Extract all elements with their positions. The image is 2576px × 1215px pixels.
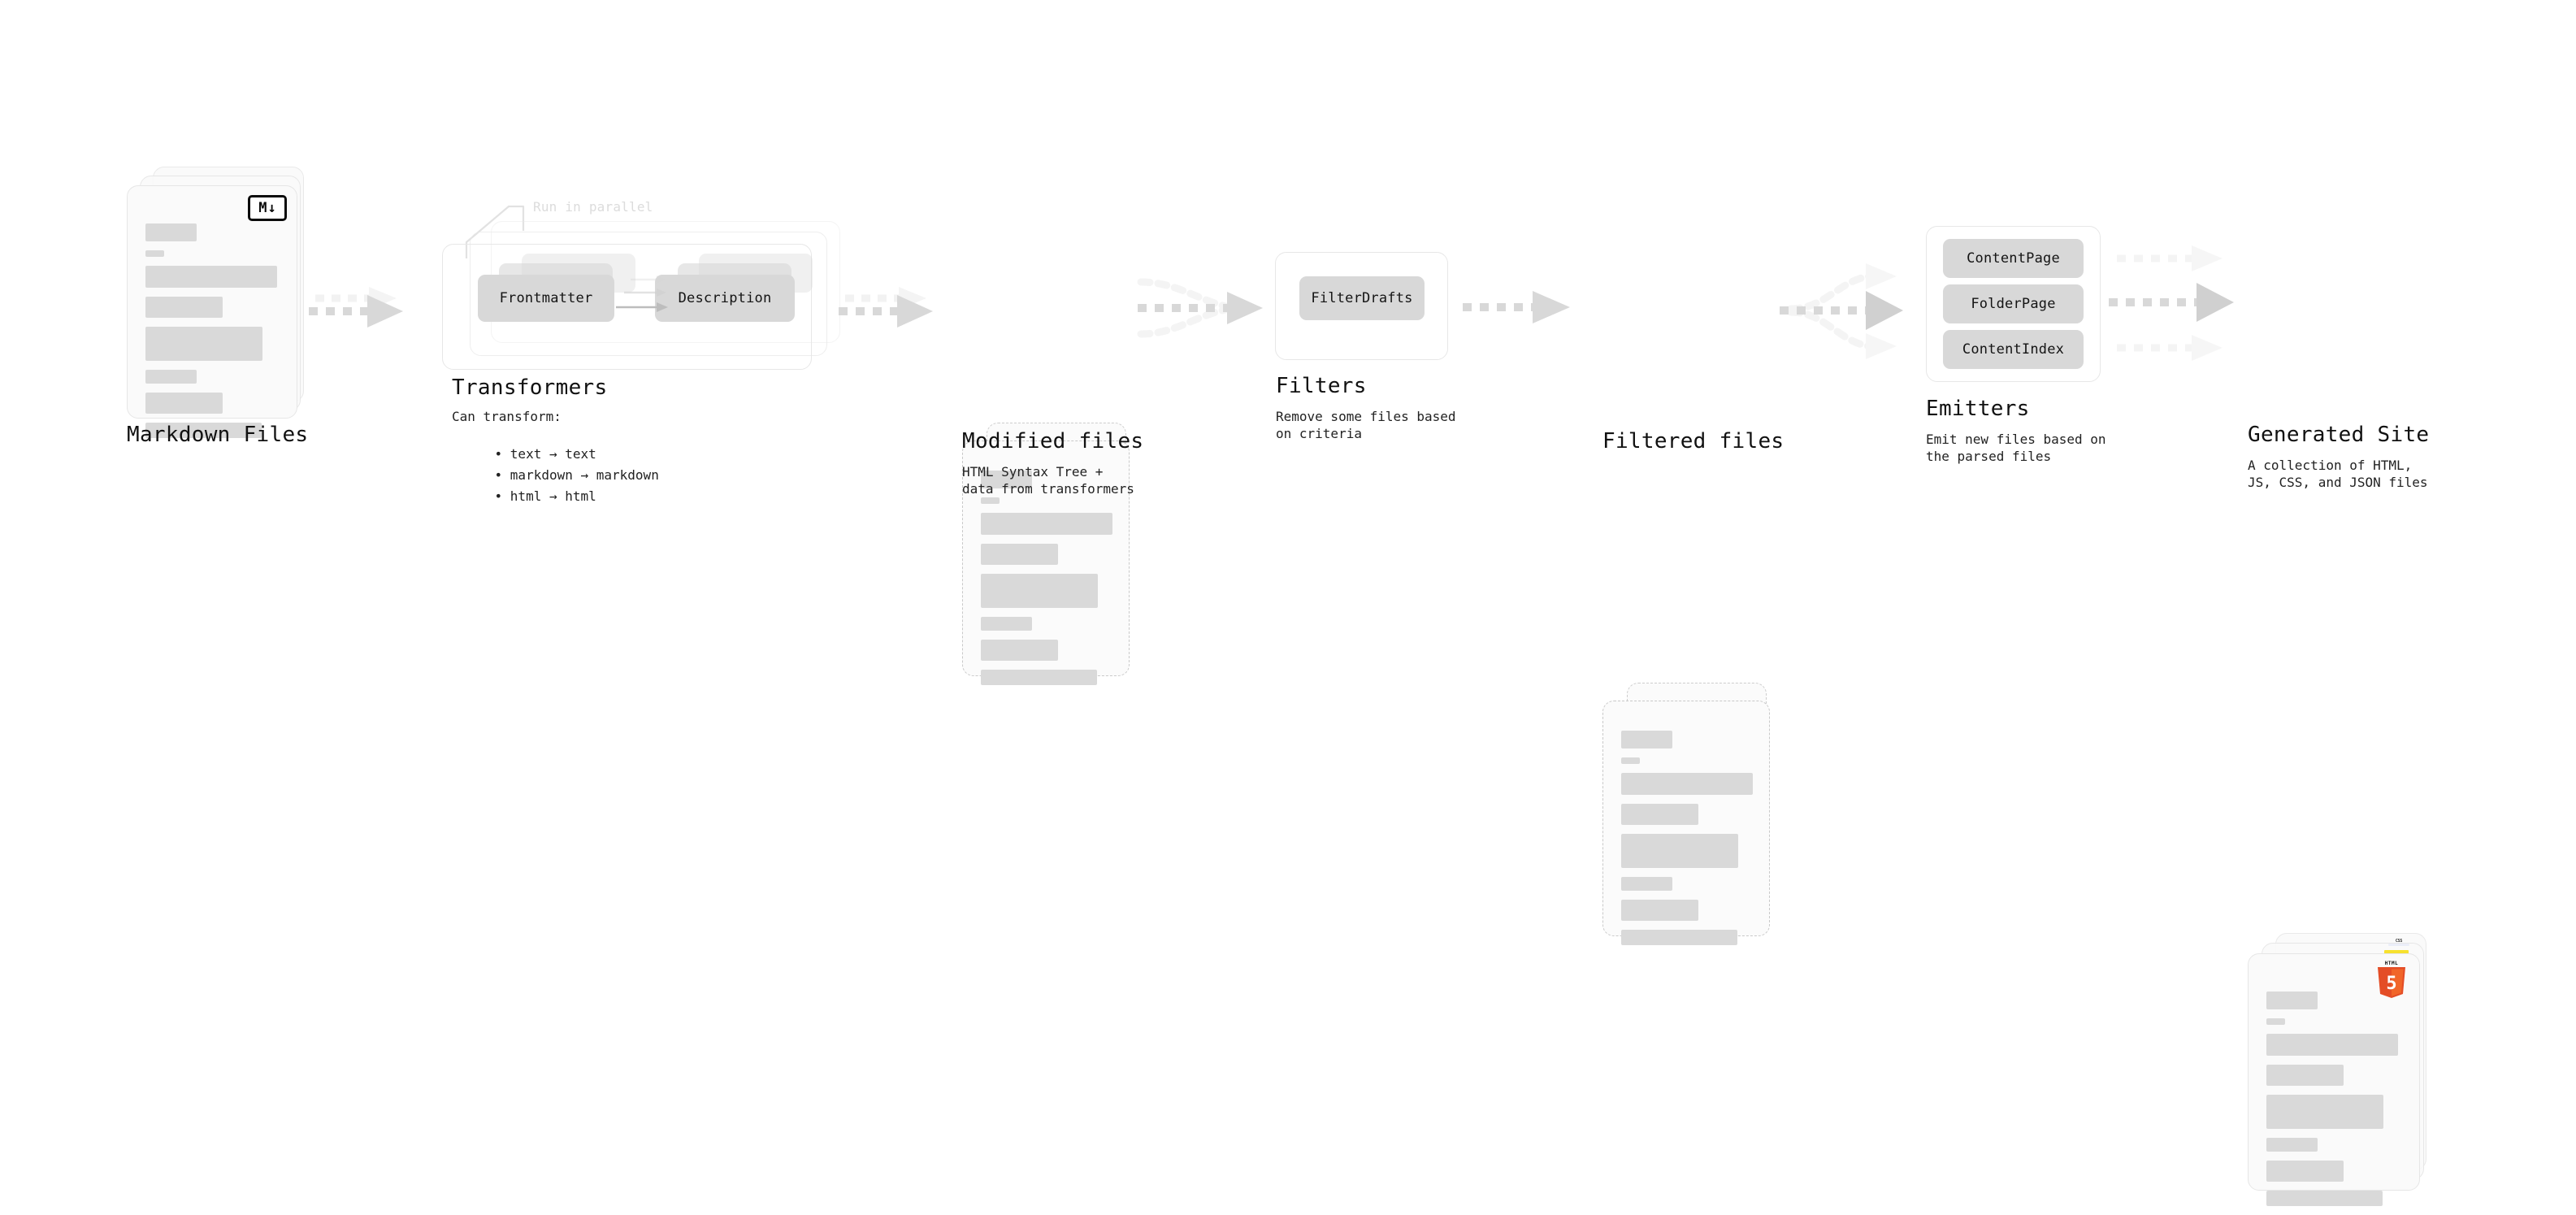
pipeline-diagram: M↓ Markdown Files R bbox=[127, 167, 2430, 1206]
folderpage-chip[interactable]: FolderPage bbox=[1943, 284, 2084, 323]
filtered-files-title: Filtered files bbox=[1602, 429, 1785, 453]
connector-filters-to-filtered bbox=[1463, 291, 1570, 323]
transformer-bullet-0: • text → text bbox=[494, 446, 596, 462]
transformers-subtitle: Can transform: bbox=[452, 409, 562, 424]
transformers-title: Transformers bbox=[452, 375, 608, 400]
generated-site-card-stack: CSS HTML 5 bbox=[2248, 933, 2443, 1206]
run-in-parallel-bracket bbox=[465, 205, 525, 258]
transformer-bullet-2: • html → html bbox=[494, 488, 596, 504]
generated-site-title: Generated Site bbox=[2248, 423, 2430, 447]
html5-badge-label: HTML bbox=[2384, 961, 2399, 966]
filtered-skeleton-bars bbox=[1621, 731, 1753, 954]
transformers-box-front bbox=[442, 244, 812, 370]
markdown-files-card-stack: M↓ bbox=[127, 167, 314, 438]
markdown-files-title: Markdown Files bbox=[127, 423, 309, 447]
modified-files-subtitle: HTML Syntax Tree + data from transformer… bbox=[962, 464, 1134, 497]
emitters-title: Emitters bbox=[1926, 397, 2030, 421]
markdown-skeleton-bars bbox=[145, 223, 279, 447]
transformer-bullet-text-2: html → html bbox=[510, 488, 596, 504]
markdown-badge-icon: M↓ bbox=[248, 195, 287, 221]
markdown-badge-arrow: ↓ bbox=[267, 199, 276, 216]
connector-modified-to-filters bbox=[1137, 278, 1263, 338]
transformer-bullet-1: • markdown → markdown bbox=[494, 467, 659, 483]
modified-files-title: Modified files bbox=[962, 429, 1144, 453]
connector-emitters-to-site bbox=[2109, 245, 2234, 361]
connector-filtered-to-emitters bbox=[1780, 263, 1903, 359]
filtered-card-front bbox=[1602, 701, 1770, 945]
filterdrafts-chip[interactable]: FilterDrafts bbox=[1299, 276, 1425, 320]
transformers-group-stack: Frontmatter Description bbox=[442, 221, 848, 375]
connector-transformers-to-modified bbox=[839, 287, 933, 328]
emitters-box bbox=[1926, 226, 2101, 382]
modified-card-front bbox=[962, 440, 1130, 685]
transformer-inner-arrows bbox=[616, 276, 668, 312]
contentpage-chip[interactable]: ContentPage bbox=[1943, 239, 2084, 278]
site-skeleton-bars bbox=[2266, 992, 2401, 1215]
filters-subtitle: Remove some files based on criteria bbox=[1276, 409, 1456, 441]
transformer-bullet-text-0: text → text bbox=[510, 446, 596, 462]
markdown-badge-letter: M bbox=[258, 199, 267, 216]
markdown-card-front: M↓ bbox=[127, 185, 297, 438]
modified-skeleton-bars bbox=[981, 471, 1112, 694]
transformers-box-back-1 bbox=[470, 232, 827, 356]
filtered-files-card-stack bbox=[1602, 683, 1789, 945]
contentindex-chip[interactable]: ContentIndex bbox=[1943, 330, 2084, 369]
description-chip[interactable]: Description bbox=[655, 275, 795, 322]
connector-markdown-to-transformers bbox=[309, 287, 403, 328]
site-card-front: HTML 5 bbox=[2248, 953, 2420, 1206]
transformer-bullet-text-1: markdown → markdown bbox=[510, 467, 659, 483]
filters-box bbox=[1275, 252, 1448, 360]
modified-files-card-stack bbox=[962, 423, 1149, 685]
run-in-parallel-label: Run in parallel bbox=[533, 199, 653, 215]
frontmatter-chip[interactable]: Frontmatter bbox=[478, 275, 614, 322]
emitters-subtitle: Emit new files based on the parsed files bbox=[1926, 432, 2106, 464]
generated-site-subtitle: A collection of HTML, JS, CSS, and JSON … bbox=[2248, 458, 2428, 490]
filters-title: Filters bbox=[1276, 374, 1367, 398]
